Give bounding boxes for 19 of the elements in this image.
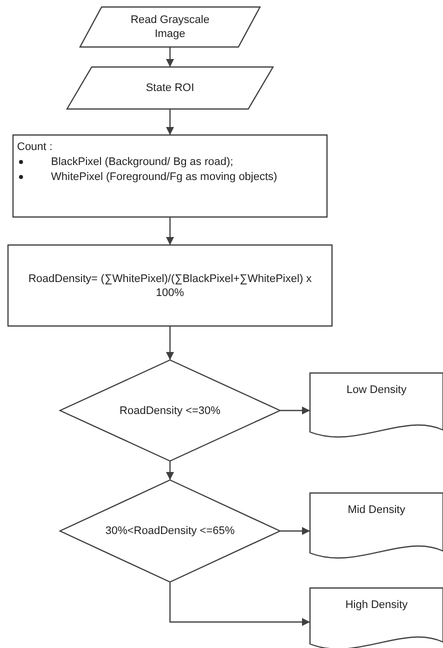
arrow: [280, 406, 310, 414]
arrow: [166, 326, 174, 360]
arrow: [169, 582, 310, 626]
node-label: 30%<RoadDensity <=65%: [105, 524, 235, 538]
arrow: [166, 47, 174, 67]
list-heading: Count :: [17, 140, 54, 154]
node-label: RoadDensity= (∑WhitePixel)/(∑BlackPixel+∑WhitePixel) x 100%: [27, 272, 313, 300]
node-label: Mid Density: [348, 503, 406, 517]
arrow: [166, 109, 174, 135]
list-item-text: WhitePixel (Foreground/Fg as moving objects): [51, 170, 278, 184]
arrow: [166, 461, 174, 480]
node-label: RoadDensity <=30%: [120, 404, 220, 418]
node-label: High Density: [345, 598, 408, 612]
list-item-text: BlackPixel (Background/ Bg as road);: [51, 155, 234, 169]
node-label: Read Grayscale Image: [130, 13, 210, 41]
node-label: State ROI: [146, 81, 194, 95]
node-label: Low Density: [346, 383, 406, 397]
arrow: [166, 217, 174, 245]
arrow: [280, 527, 310, 535]
